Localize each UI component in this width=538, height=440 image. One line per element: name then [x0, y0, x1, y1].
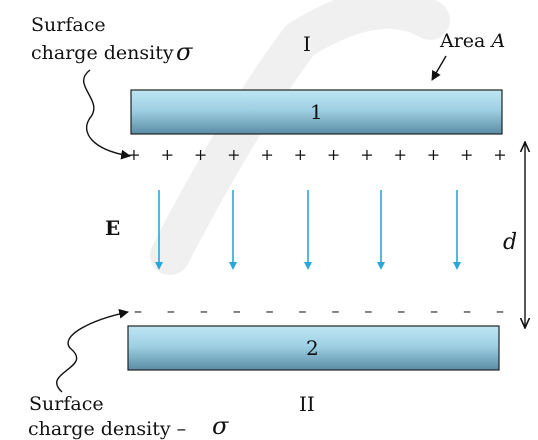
- positive-charge: +: [260, 145, 273, 164]
- positive-charge: +: [460, 145, 473, 164]
- positive-charge: +: [161, 145, 174, 164]
- positive-charge-row: + + + + + + + + + + + +: [127, 145, 506, 164]
- positive-charge: +: [227, 145, 240, 164]
- negative-charge: –: [299, 301, 307, 320]
- negative-charge: –: [430, 301, 438, 320]
- negative-charge: –: [331, 301, 339, 320]
- negative-charge: –: [496, 301, 504, 320]
- negative-charge: –: [233, 301, 241, 320]
- positive-charge: +: [194, 145, 207, 164]
- positive-charge: +: [327, 145, 340, 164]
- plate-top: [130, 89, 503, 135]
- positive-charge: +: [427, 145, 440, 164]
- positive-charge: +: [360, 145, 373, 164]
- surface-top-pointer-arrow: [83, 69, 131, 160]
- positive-charge: +: [493, 145, 506, 164]
- negative-charge: –: [200, 301, 208, 320]
- surface-bottom-pointer-arrow: [56, 309, 129, 393]
- negative-charge-row: ––––––––––––: [134, 301, 504, 320]
- positive-charge: +: [393, 145, 406, 164]
- electric-field-arrows: [155, 190, 461, 270]
- negative-charge: –: [134, 301, 142, 320]
- negative-charge: –: [167, 301, 175, 320]
- negative-charge: –: [266, 301, 274, 320]
- positive-charge: +: [127, 145, 140, 164]
- positive-charge: +: [294, 145, 307, 164]
- plate-bottom: [127, 325, 500, 371]
- negative-charge: –: [364, 301, 372, 320]
- area-pointer-arrow: [431, 55, 447, 81]
- negative-charge: –: [397, 301, 405, 320]
- negative-charge: –: [463, 301, 471, 320]
